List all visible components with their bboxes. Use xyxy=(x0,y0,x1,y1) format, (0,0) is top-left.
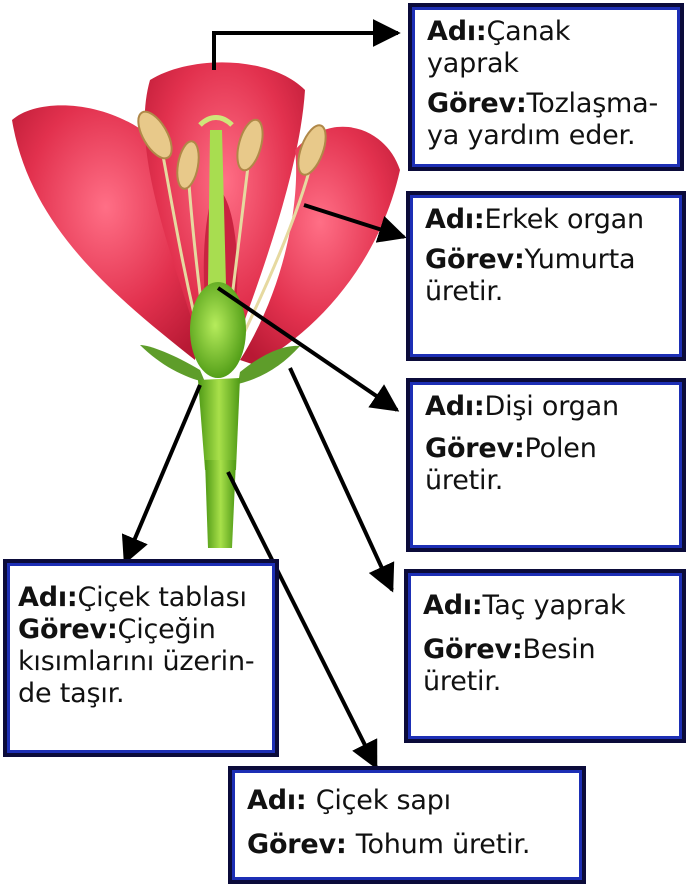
ovary xyxy=(190,282,246,378)
label-tac: Adı:Taç yaprak Görev:Besin üretir. xyxy=(408,573,682,739)
name-key: Adı: xyxy=(427,16,486,47)
task-line: kısımlarını üzerin- xyxy=(18,646,262,678)
receptacle xyxy=(198,378,240,470)
name-key: Adı: xyxy=(247,785,316,816)
name-key: Adı: xyxy=(423,590,482,621)
stem xyxy=(205,460,236,548)
name-key: Adı: xyxy=(425,204,484,235)
task-key: Görev: xyxy=(423,634,523,665)
task-line: Tozlaşma- xyxy=(527,88,659,119)
label-sap: Adı: Çiçek sapı Görev: Tohum üretir. xyxy=(232,770,582,880)
name-value: Dişi organ xyxy=(484,391,618,422)
name-value: Taç yaprak xyxy=(482,590,625,621)
name-value: Çiçek sapı xyxy=(316,785,451,816)
name-key: Adı: xyxy=(425,391,484,422)
task-line: üretir. xyxy=(425,465,669,497)
label-tabla: Adı:Çiçek tablası Görev:Çiçeğin kısımlar… xyxy=(7,563,275,753)
name-value: Erkek organ xyxy=(484,204,643,235)
task-line: de taşır. xyxy=(18,678,262,710)
arrow-tabla xyxy=(125,385,200,562)
task-line: Çiçeğin xyxy=(118,614,216,645)
label-canak: Adı:Çanak yaprak Görev:Tozlaşma- ya yard… xyxy=(412,7,680,167)
task-line: ya yardım eder. xyxy=(427,120,667,152)
task-line: Yumurta xyxy=(525,244,636,275)
task-key: Görev: xyxy=(427,88,527,119)
label-erkek: Adı:Erkek organ Görev:Yumurta üretir. xyxy=(410,195,682,357)
task-line: Besin xyxy=(523,634,596,665)
name-key: Adı: xyxy=(18,582,77,613)
task-key: Görev: xyxy=(18,614,118,645)
task-line: üretir. xyxy=(423,666,669,698)
name-value: Çiçek tablası xyxy=(77,582,246,613)
task-key: Görev: xyxy=(247,829,356,860)
task-line: Polen xyxy=(525,433,597,464)
arrow-tac xyxy=(290,368,392,590)
task-line: üretir. xyxy=(425,276,669,308)
task-key: Görev: xyxy=(425,433,525,464)
label-disi: Adı:Dişi organ Görev:Polen üretir. xyxy=(410,382,682,548)
task-line: Tohum üretir. xyxy=(356,829,530,860)
task-key: Görev: xyxy=(425,244,525,275)
